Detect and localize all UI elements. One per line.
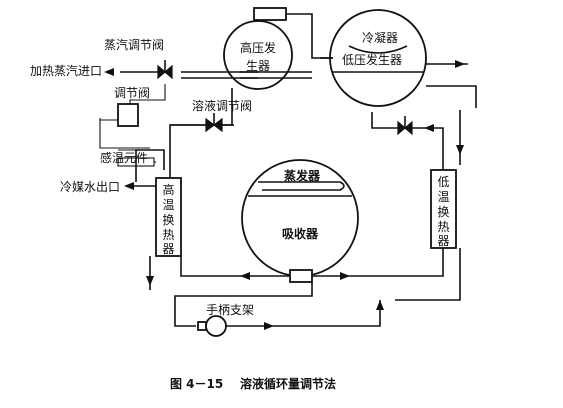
absorber-label: 吸收器 — [282, 226, 319, 241]
pump-bracket-label: 手柄支架 — [206, 303, 254, 317]
cooling-water-outlet-label: 冷媒水出口 — [60, 180, 120, 194]
steam-regulating-valve — [157, 60, 173, 80]
regulating-valve-label: 调节阀 — [114, 86, 150, 100]
hp-generator-label-2: 生器 — [246, 59, 270, 73]
evaporator-label: 蒸发器 — [284, 168, 321, 183]
hp-generator-label-1: 高压发 — [240, 40, 276, 55]
figure-title: 溶液循环量调节法 — [240, 376, 336, 391]
low-temp-heat-exchanger: 低 温 换 热 器 — [430, 169, 457, 249]
solution-valve-label: 溶液调节阀 — [192, 98, 252, 113]
lp-generator-label: 低压发生器 — [342, 52, 402, 67]
absorber-evaporator-shell: 蒸发器 吸收器 — [241, 159, 359, 283]
heating-steam-inlet-label: 加热蒸汽进口 — [30, 63, 102, 78]
ht-exchanger-char-1: 高 — [162, 182, 174, 197]
condenser-label: 冷凝器 — [362, 30, 398, 45]
figure-number: 图 4－15 — [170, 377, 223, 391]
lp-regulating-valve — [397, 116, 413, 136]
lt-exchanger-char-5: 器 — [437, 234, 449, 248]
lt-exchanger-char-3: 换 — [437, 205, 449, 219]
lt-exchanger-char-4: 热 — [437, 220, 449, 234]
high-temp-heat-exchanger: 高 温 换 热 器 — [155, 177, 182, 257]
steam-valve-label: 蒸汽调节阀 — [104, 37, 164, 52]
ht-exchanger-char-3: 换 — [162, 213, 174, 227]
lt-exchanger-char-1: 低 — [437, 175, 449, 189]
ht-exchanger-char-4: 热 — [162, 228, 174, 242]
solution-regulating-valve — [205, 113, 223, 133]
solution-pump — [197, 315, 227, 337]
temp-sensor-label: 感温元件 — [100, 150, 148, 165]
condenser-lp-generator-shell: 冷凝器 低压发生器 — [329, 9, 427, 107]
flow-arrows — [104, 60, 465, 330]
ht-exchanger-char-5: 器 — [162, 242, 174, 256]
ht-exchanger-char-2: 温 — [162, 198, 174, 212]
high-pressure-generator: 高压发 生器 — [223, 7, 293, 90]
lt-exchanger-char-2: 温 — [437, 190, 449, 204]
